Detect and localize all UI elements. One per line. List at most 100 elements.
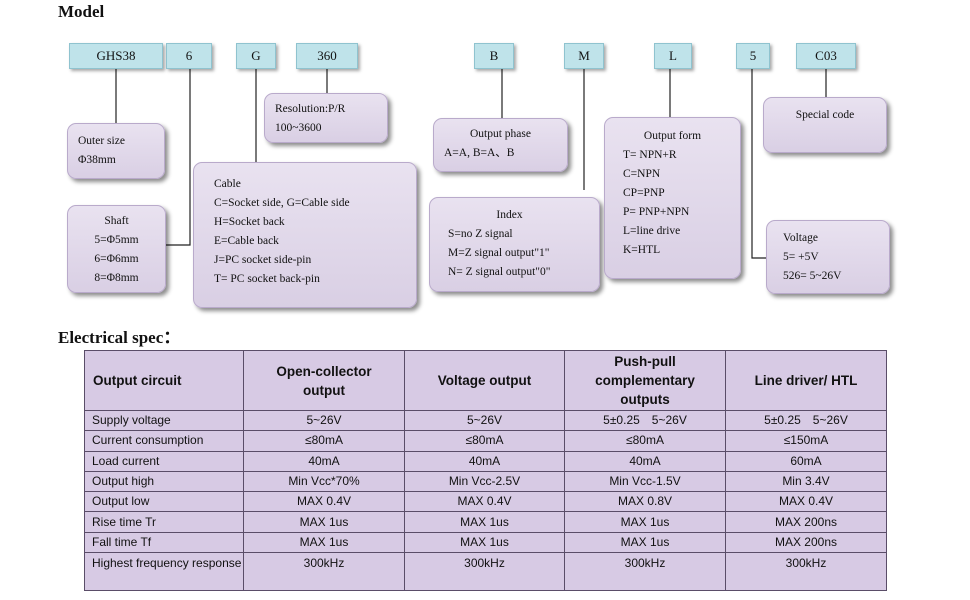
table-cell: MAX 1us: [243, 531, 405, 554]
row-label: Fall time Tf: [84, 531, 244, 554]
voltage-box: Voltage 5= +5V 526= 5~26V: [766, 220, 890, 294]
row-label: Load current: [84, 450, 244, 472]
outer-size-box: Outer size Φ38mm: [67, 123, 165, 179]
row-label: Highest frequency response: [84, 552, 244, 592]
code-6: 6: [166, 43, 212, 69]
table-cell: MAX 1us: [564, 531, 726, 554]
shaft-option: 6=Φ6mm: [94, 253, 139, 265]
cable-option: H=Socket back: [214, 216, 285, 228]
table-row: Highest frequency response 300kHz 300kHz…: [84, 552, 887, 592]
table-cell: MAX 1us: [243, 511, 405, 533]
table-cell: MAX 1us: [564, 511, 726, 533]
table-cell: 300kHz: [243, 552, 405, 592]
table-cell: 40mA: [564, 450, 726, 472]
code-5: 5: [736, 43, 770, 69]
resolution-range: 100~3600: [275, 122, 322, 134]
table-row: Output high Min Vcc*70% Min Vcc-2.5V Min…: [84, 470, 887, 493]
table-cell: MAX 200ns: [725, 511, 887, 533]
table-cell: 5~26V: [243, 409, 405, 432]
cable-option: T= PC socket back-pin: [214, 273, 320, 285]
voltage-option: 526= 5~26V: [783, 270, 842, 282]
output-form-title: Output form: [643, 130, 702, 142]
table-cell: 300kHz: [564, 552, 726, 592]
output-phase-title: Output phase: [469, 128, 531, 140]
row-label: Supply voltage: [84, 409, 244, 432]
table-header-row: Output circuit Open-collector output Vol…: [84, 350, 887, 411]
code-m: M: [564, 43, 604, 69]
voltage-option: 5= +5V: [783, 251, 819, 263]
table-row: Output low MAX 0.4V MAX 0.4V MAX 0.8V MA…: [84, 491, 887, 513]
table-cell: MAX 1us: [404, 511, 565, 533]
table-row: Load current 40mA 40mA 40mA 60mA: [84, 450, 887, 472]
code-c03: C03: [796, 43, 856, 69]
output-form-option: T= NPN+R: [623, 149, 677, 161]
electrical-spec-table: Output circuit Open-collector output Vol…: [84, 350, 887, 592]
table-row: Fall time Tf MAX 1us MAX 1us MAX 1us MAX…: [84, 531, 887, 554]
table-cell: MAX 0.8V: [564, 491, 726, 513]
cable-option: C=Socket side, G=Cable side: [214, 197, 350, 209]
table-cell: ≤80mA: [564, 430, 726, 452]
output-form-box: Output form T= NPN+R C=NPN CP=PNP P= PNP…: [604, 117, 741, 279]
resolution-title: Resolution:P/R: [275, 103, 346, 115]
output-form-option: CP=PNP: [623, 187, 665, 199]
table-cell: 40mA: [243, 450, 405, 472]
table-cell: ≤80mA: [404, 430, 565, 452]
table-cell: ≤150mA: [725, 430, 887, 452]
code-b: B: [474, 43, 514, 69]
index-option: N= Z signal output"0": [448, 266, 551, 278]
special-code-title: Special code: [795, 109, 855, 121]
special-code-box: Special code: [763, 97, 887, 153]
shaft-title: Shaft: [104, 215, 129, 227]
table-cell: 300kHz: [725, 552, 887, 592]
table-cell: MAX 0.4V: [725, 491, 887, 513]
table-row: Current consumption ≤80mA ≤80mA ≤80mA ≤1…: [84, 430, 887, 452]
header-line-driver: Line driver/ HTL: [725, 350, 887, 411]
header-output-circuit: Output circuit: [84, 350, 244, 411]
table-cell: 5±0.25 5~26V: [564, 409, 726, 432]
cable-option: E=Cable back: [214, 235, 279, 247]
table-cell: MAX 0.4V: [404, 491, 565, 513]
output-form-option: K=HTL: [623, 244, 661, 256]
table-cell: 40mA: [404, 450, 565, 472]
shaft-box: Shaft 5=Φ5mm 6=Φ6mm 8=Φ8mm: [67, 205, 166, 293]
code-g: G: [236, 43, 276, 69]
row-label: Output high: [84, 470, 244, 493]
table-cell: Min Vcc-1.5V: [564, 470, 726, 493]
index-box: Index S=no Z signal M=Z signal output"1"…: [429, 197, 600, 292]
table-cell: ≤80mA: [243, 430, 405, 452]
code-ghs38: GHS38: [69, 43, 163, 69]
table-cell: MAX 0.4V: [243, 491, 405, 513]
row-label: Rise time Tr: [84, 511, 244, 533]
table-row: Supply voltage 5~26V 5~26V 5±0.25 5~26V …: [84, 409, 887, 432]
cable-title: Cable: [214, 178, 241, 190]
output-form-option: C=NPN: [623, 168, 661, 180]
table-cell: Min Vcc*70%: [243, 470, 405, 493]
index-option: M=Z signal output"1": [448, 247, 550, 259]
index-title: Index: [496, 209, 523, 221]
code-360: 360: [296, 43, 358, 69]
header-open-collector: Open-collector output: [243, 350, 405, 411]
output-form-option: P= PNP+NPN: [623, 206, 690, 218]
resolution-box: Resolution:P/R 100~3600: [264, 93, 388, 143]
index-option: S=no Z signal: [448, 228, 513, 240]
table-cell: Min Vcc-2.5V: [404, 470, 565, 493]
table-cell: MAX 1us: [404, 531, 565, 554]
cable-box: Cable C=Socket side, G=Cable side H=Sock…: [193, 162, 417, 308]
outer-size-value: Φ38mm: [78, 154, 116, 166]
row-label: Current consumption: [84, 430, 244, 452]
model-heading: Model: [58, 2, 105, 21]
table-cell: 300kHz: [404, 552, 565, 592]
row-label: Output low: [84, 491, 244, 513]
table-cell: 5±0.25 5~26V: [725, 409, 887, 432]
spec-heading: Electrical spec：: [58, 328, 181, 347]
output-phase-value: A=A, B=A、B: [444, 147, 515, 159]
table-cell: 5~26V: [404, 409, 565, 432]
output-form-option: L=line drive: [623, 225, 681, 237]
output-phase-box: Output phase A=A, B=A、B: [433, 118, 568, 172]
outer-size-title: Outer size: [78, 135, 125, 147]
shaft-option: 8=Φ8mm: [94, 272, 139, 284]
code-l: L: [654, 43, 692, 69]
table-cell: MAX 200ns: [725, 531, 887, 554]
table-row: Rise time Tr MAX 1us MAX 1us MAX 1us MAX…: [84, 511, 887, 533]
table-cell: 60mA: [725, 450, 887, 472]
